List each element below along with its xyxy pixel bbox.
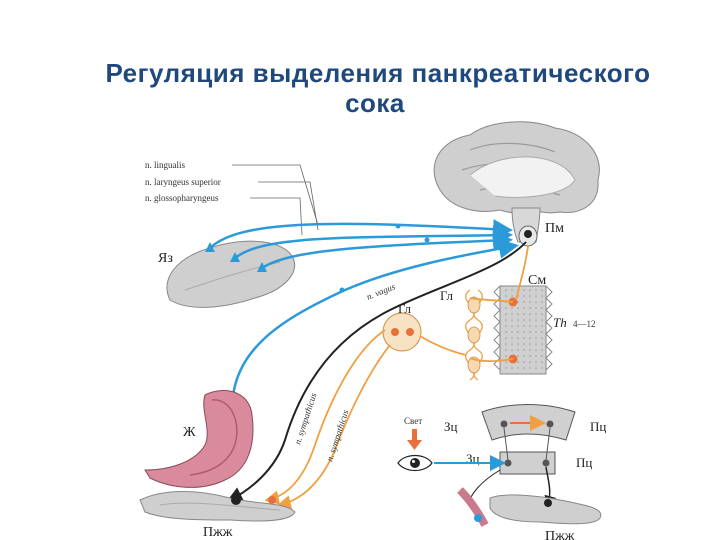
afferent-pathways: [209, 219, 519, 411]
medulla-oblongata: [511, 207, 541, 247]
slide-title: Регуляция выделения панкреатического сок…: [0, 58, 720, 118]
label-food-center-1: Пц: [590, 419, 606, 434]
label-ganglion-chain: Гл: [440, 288, 454, 303]
label-n-lingualis: n. lingualis: [145, 160, 185, 170]
eye-icon: [397, 454, 433, 472]
label-th: Th: [553, 315, 567, 330]
label-pancreas-left: Пжж: [203, 525, 233, 540]
label-segments-range: 4—12: [573, 319, 596, 329]
label-medulla: Пм: [545, 221, 564, 236]
label-food-center-2: Пц: [576, 455, 592, 470]
label-n-vagus: n. vagus: [365, 281, 397, 302]
stomach: [144, 390, 254, 488]
label-tongue: Яз: [158, 251, 173, 266]
tongue: [166, 240, 296, 308]
label-n-glossopharyngeus: n. glossopharyngeus: [145, 193, 219, 203]
label-stomach: Ж: [183, 425, 196, 440]
title-line-1: Регуляция выделения панкреатического: [105, 58, 651, 88]
sympathetic-chain: [465, 289, 483, 381]
title-line-2: сока: [345, 88, 405, 118]
conditioned-reflex-inset: [467, 404, 576, 508]
label-n-sympathicus-2: n. sympathicus: [324, 408, 350, 462]
label-pancreas-right: Пжж: [545, 529, 575, 540]
label-n-sympathicus-1: n. sympathicus: [292, 391, 318, 445]
brain: [433, 121, 600, 214]
pancreas-left: [139, 491, 296, 522]
sympathetic-pathways: [264, 245, 529, 510]
nerve-label-lines: [232, 164, 319, 236]
label-n-laryngeus: n. laryngeus superior: [145, 177, 221, 187]
label-light: Свет: [404, 416, 422, 426]
label-visual-center: Зц: [444, 419, 458, 434]
light-arrow: [407, 429, 422, 450]
label-spinal-cord: См: [528, 273, 546, 288]
pancreas-right: [457, 487, 602, 527]
vagus-nerve: [226, 241, 527, 502]
